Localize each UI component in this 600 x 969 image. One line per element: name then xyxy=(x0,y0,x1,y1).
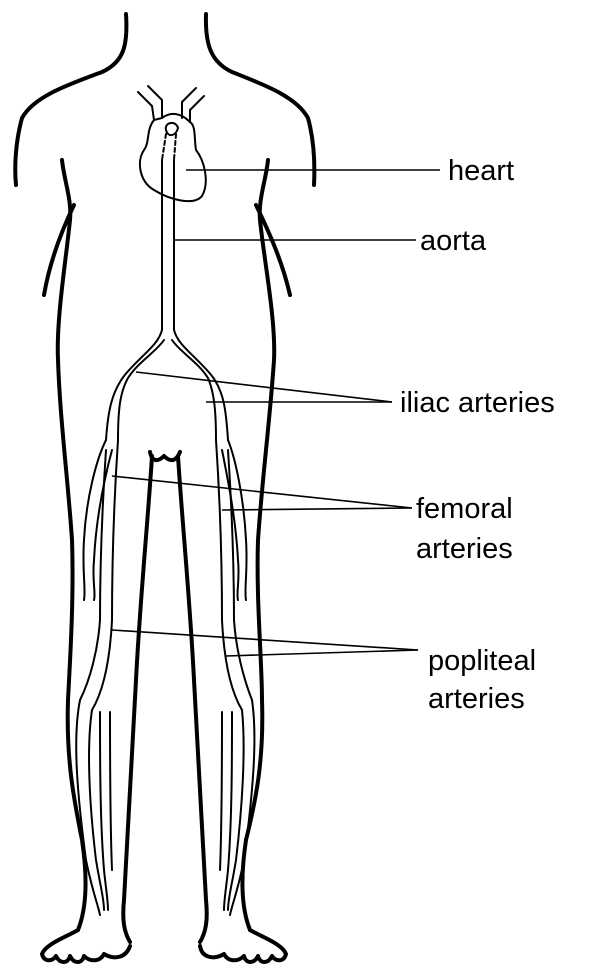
femoral-arteries-label-line1: femoral xyxy=(416,493,513,525)
popliteal-leader-lines xyxy=(112,630,418,656)
right-leg-arteries xyxy=(216,440,254,915)
popliteal-arteries-label-line1: popliteal xyxy=(428,645,536,677)
iliac-leader-lines xyxy=(136,372,392,402)
femoral-arteries-label-line2: arteries xyxy=(416,533,513,565)
iliac-arteries-label: iliac arteries xyxy=(400,387,555,419)
aorta-vessel xyxy=(106,160,228,440)
popliteal-arteries-label-line2: arteries xyxy=(428,683,525,715)
heart-label: heart xyxy=(448,155,514,187)
heart-shape xyxy=(138,86,206,201)
aorta-label: aorta xyxy=(420,225,487,257)
body-outline xyxy=(15,14,314,962)
